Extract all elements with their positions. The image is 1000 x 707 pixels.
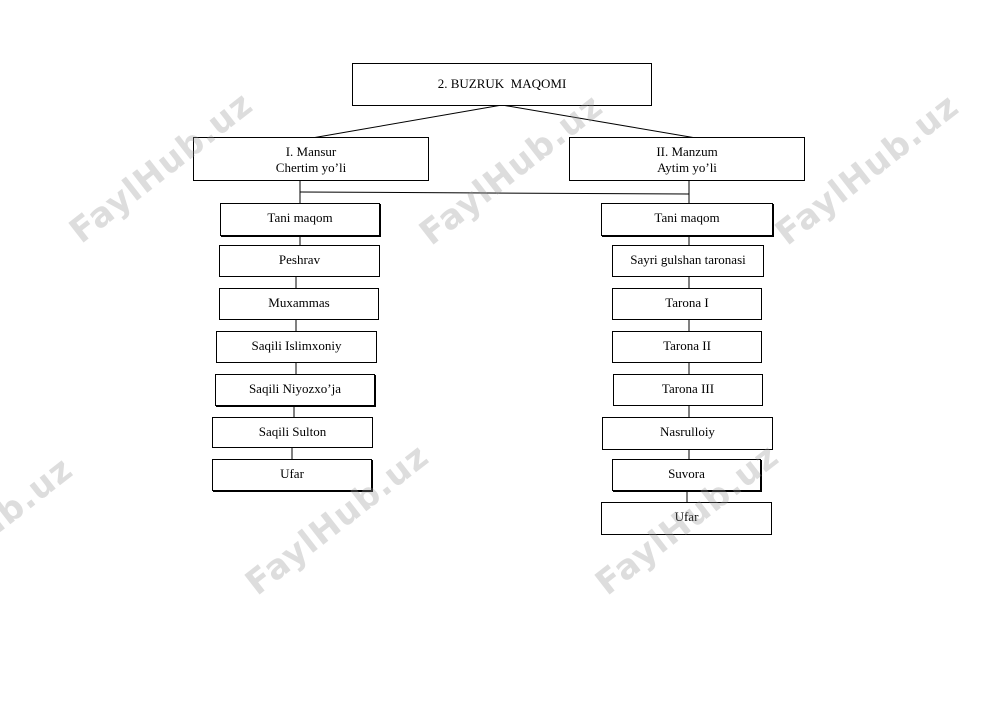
right-item-tarona-3: Tarona III	[613, 374, 763, 406]
item-label: Suvora	[668, 466, 705, 481]
right-item-ufar: Ufar	[601, 502, 772, 535]
item-label: Tarona I	[665, 295, 709, 310]
left-item-saqili-niyozxoja: Saqili Niyozxo’ja	[215, 374, 375, 406]
item-label: Ufar	[280, 466, 304, 481]
root-title: 2. BUZRUK MAQOMI	[437, 76, 567, 91]
left-item-ufar: Ufar	[212, 459, 372, 491]
item-label: Tarona III	[661, 381, 715, 396]
item-label: Saqili Niyozxo’ja	[248, 381, 342, 396]
item-label: Tani maqom	[267, 210, 333, 225]
item-label: Saqili Islimxoniy	[251, 338, 342, 353]
item-label: Saqili Sulton	[258, 424, 327, 439]
branch-node-mansur: I. Mansur Chertim yo’li	[193, 137, 429, 181]
item-label: Nasrulloiy	[660, 424, 715, 439]
branch-subtitle: Chertim yo’li	[275, 160, 347, 175]
right-item-nasrulloiy: Nasrulloiy	[602, 417, 773, 450]
left-item-muxammas: Muxammas	[219, 288, 379, 320]
right-item-tani-maqom: Tani maqom	[601, 203, 773, 236]
root-node: 2. BUZRUK MAQOMI	[352, 63, 652, 106]
branch-node-manzum: II. Manzum Aytim yo’li	[569, 137, 805, 181]
item-label: Muxammas	[268, 295, 330, 310]
connector-root-to-right	[501, 104, 697, 139]
branch-title: I. Mansur	[285, 144, 337, 159]
item-label: Ufar	[674, 509, 699, 524]
left-item-saqili-sulton: Saqili Sulton	[212, 417, 373, 448]
item-label: Tani maqom	[654, 210, 720, 225]
right-item-suvora: Suvora	[612, 459, 761, 491]
item-label: Sayri gulshan taronasi	[630, 252, 746, 267]
item-label: Peshrav	[278, 252, 321, 267]
left-item-saqili-islimxoniy: Saqili Islimxoniy	[216, 331, 377, 363]
branch-subtitle: Aytim yo’li	[657, 160, 717, 175]
item-label: Tarona II	[663, 338, 711, 353]
right-item-sayri-gulshan-taronasi: Sayri gulshan taronasi	[612, 245, 764, 277]
right-item-tarona-1: Tarona I	[612, 288, 762, 320]
left-item-peshrav: Peshrav	[219, 245, 380, 277]
left-item-tani-maqom: Tani maqom	[220, 203, 380, 236]
right-item-tarona-2: Tarona II	[612, 331, 762, 363]
branch-title: II. Manzum	[656, 144, 718, 159]
connector-bus	[299, 191, 690, 195]
connector-root-to-left	[311, 104, 503, 139]
